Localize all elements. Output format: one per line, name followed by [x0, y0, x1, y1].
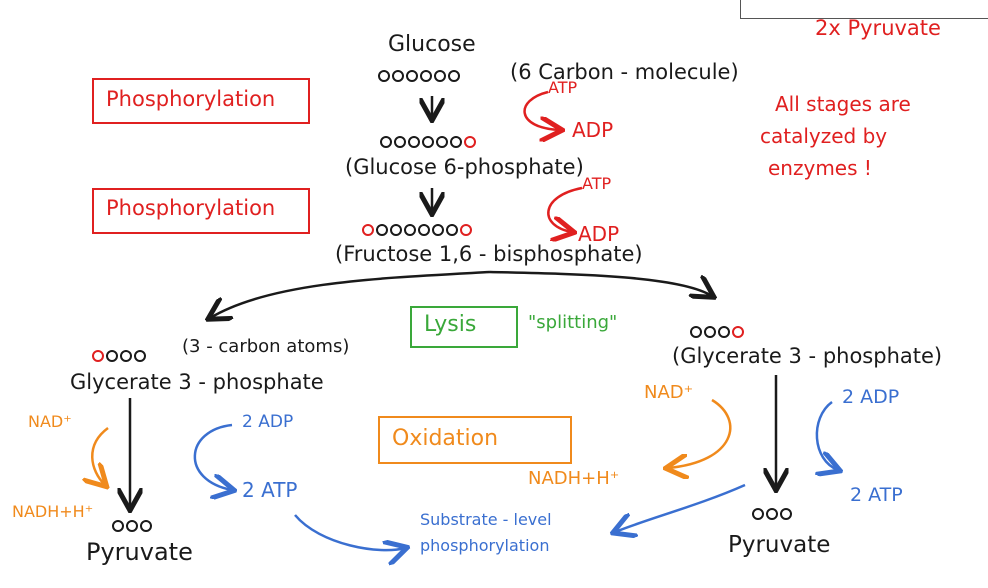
phosphate-icon [460, 224, 472, 236]
arrow-left-nad [92, 426, 108, 485]
corner-label: 2x Pyruvate [815, 16, 941, 40]
arrow-split-left [210, 270, 491, 318]
carbon-icon [408, 136, 420, 148]
phosphorylation-label-2: Phosphorylation [106, 196, 276, 220]
carbon-icon [394, 136, 406, 148]
left-carbon-note: (3 - carbon atoms) [182, 336, 350, 357]
left-nad-label: NAD⁺ [28, 412, 72, 431]
arrow-atp1 [523, 90, 560, 130]
carbon-icon [112, 520, 124, 532]
carbon-icon [432, 224, 444, 236]
right-adp-label: 2 ADP [842, 386, 900, 408]
carbon-icon [390, 224, 402, 236]
arrow-atp2 [547, 186, 583, 232]
f16bp-molecule [362, 224, 472, 236]
carbon-icon [446, 224, 458, 236]
substrate-label-line-2: phosphorylation [420, 536, 550, 555]
left-atp-label: 2 ATP [242, 478, 298, 502]
arrow-split-right [489, 270, 712, 296]
carbon-icon [704, 326, 716, 338]
left-nadh-label: NADH+H⁺ [12, 502, 94, 521]
g6p-molecule [380, 136, 476, 148]
carbon-icon [448, 70, 460, 82]
arrow-substrate-right [615, 483, 746, 532]
carbon-icon [376, 224, 388, 236]
carbon-icon [766, 508, 778, 520]
carbon-icon [380, 136, 392, 148]
phosphorylation-box-1 [92, 78, 310, 124]
phosphorylation-box-2 [92, 188, 310, 234]
left-adp-label: 2 ADP [242, 412, 294, 432]
oxidation-box [378, 416, 572, 464]
carbon-icon [378, 70, 390, 82]
enzyme-note-line-3: enzymes ! [768, 156, 872, 180]
left-pyruvate-label: Pyruvate [86, 538, 193, 566]
right-nad-label: NAD⁺ [644, 382, 694, 403]
right-g3p-molecule [690, 326, 744, 338]
glucose-label: Glucose [388, 32, 476, 57]
arrow-substrate-left [294, 514, 405, 550]
carbon-icon [690, 326, 702, 338]
carbon-icon [418, 224, 430, 236]
carbon-icon [780, 508, 792, 520]
enzyme-note-line-2: catalyzed by [760, 124, 888, 148]
carbon-icon [404, 224, 416, 236]
carbon-icon [436, 136, 448, 148]
glucose-molecule [378, 70, 460, 82]
right-pyruvate-label: Pyruvate [728, 532, 831, 558]
carbon-icon [106, 350, 118, 362]
phosphate-icon [732, 326, 744, 338]
phosphate-icon [464, 136, 476, 148]
splitting-label: "splitting" [528, 312, 618, 333]
carbon-icon [434, 70, 446, 82]
arrow-right-nad [668, 398, 732, 468]
carbon-icon [420, 70, 432, 82]
left-g3p-molecule [92, 350, 146, 362]
carbon-icon [392, 70, 404, 82]
enzyme-note-line-1: All stages are [775, 92, 911, 116]
left-g3p-label: Glycerate 3 - phosphate [70, 370, 324, 394]
adp-label-1: ADP [572, 118, 614, 142]
substrate-label-line-1: Substrate - level [420, 510, 552, 529]
arrow-right-adp [817, 400, 838, 470]
arrow-left-adp [193, 423, 232, 490]
right-g3p-label: (Glycerate 3 - phosphate) [672, 344, 943, 368]
corner-box [740, 0, 988, 19]
phosphate-icon [92, 350, 104, 362]
phosphorylation-label-1: Phosphorylation [106, 87, 276, 111]
carbon-icon [120, 350, 132, 362]
carbon-icon [140, 520, 152, 532]
atp-label-1: ATP [548, 78, 578, 97]
carbon-icon [752, 508, 764, 520]
atp-label-2: ATP [582, 174, 612, 193]
lysis-box [410, 306, 518, 348]
lysis-label: Lysis [424, 312, 477, 337]
adp-label-2: ADP [578, 222, 620, 246]
right-nadh-label: NADH+H⁺ [528, 468, 620, 489]
glucose-note: (6 Carbon - molecule) [510, 60, 739, 84]
carbon-icon [718, 326, 730, 338]
carbon-icon [422, 136, 434, 148]
left-pyruvate-molecule [112, 520, 152, 532]
carbon-icon [134, 350, 146, 362]
carbon-icon [126, 520, 138, 532]
g6p-label: (Glucose 6-phosphate) [345, 155, 584, 179]
carbon-icon [406, 70, 418, 82]
right-atp-label: 2 ATP [850, 484, 903, 506]
f16bp-label: (Fructose 1,6 - bisphosphate) [335, 242, 643, 266]
phosphate-icon [362, 224, 374, 236]
oxidation-label: Oxidation [392, 426, 499, 451]
right-pyruvate-molecule [752, 508, 792, 520]
carbon-icon [450, 136, 462, 148]
